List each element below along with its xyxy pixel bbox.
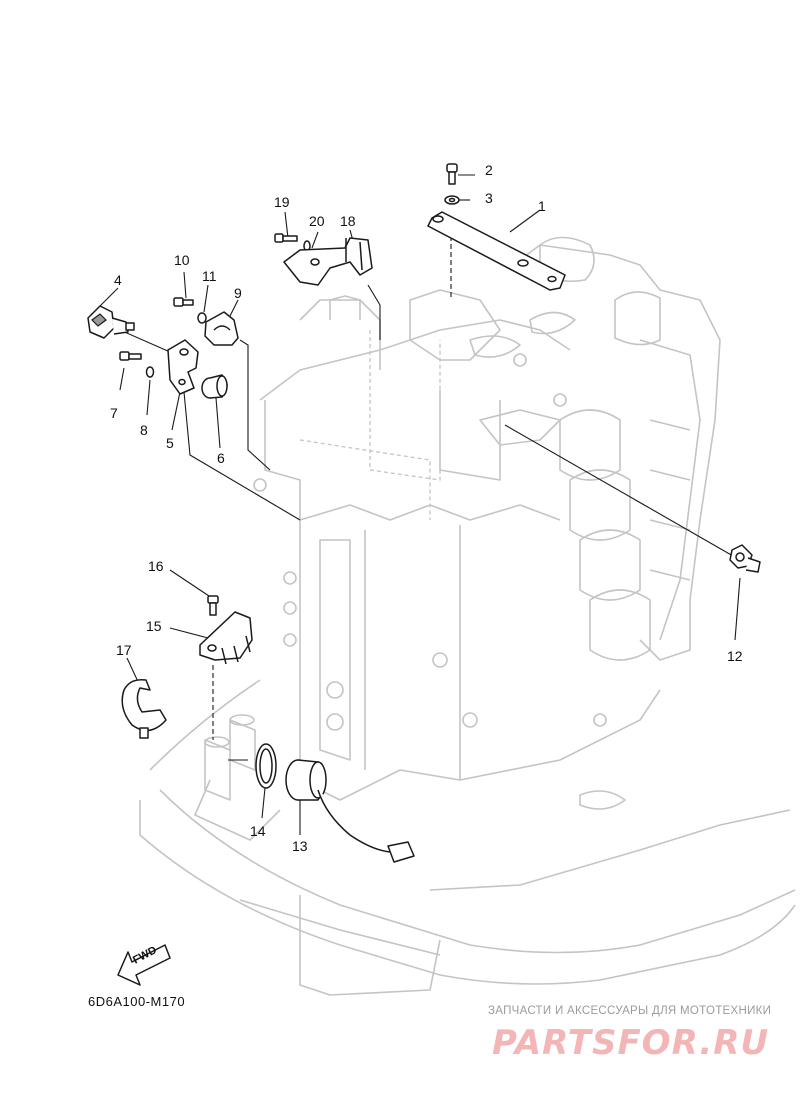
callout-17: 17 [116, 642, 132, 658]
callout-8: 8 [140, 422, 148, 438]
callout-7: 7 [110, 405, 118, 421]
part-9-clamp [204, 311, 239, 346]
part-8-washer [145, 366, 155, 378]
leader-lines [99, 174, 741, 835]
callout-5: 5 [166, 435, 174, 451]
part-5-bracket [167, 339, 199, 395]
watermark-caption: ЗАПЧАСТИ И АКСЕССУАРЫ ДЛЯ МОТОТЕХНИКИ [488, 1005, 772, 1017]
diagram-code: 6D6A100-M170 [88, 994, 186, 1009]
part-16-bolt [207, 595, 219, 616]
callout-18: 18 [340, 213, 356, 229]
part-1-plate [427, 211, 566, 291]
part-17-clip [121, 678, 167, 739]
callout-19: 19 [274, 194, 290, 210]
callout-2: 2 [485, 162, 493, 178]
callout-14: 14 [250, 823, 266, 839]
part-14-o-ring [255, 743, 277, 789]
part-7-bolt [119, 351, 142, 361]
callout-13: 13 [292, 838, 308, 854]
part-13-sensor-harness [285, 759, 415, 863]
callout-3: 3 [485, 190, 493, 206]
callout-12: 12 [727, 648, 743, 664]
callout-10: 10 [174, 252, 190, 268]
callout-20: 20 [309, 213, 325, 229]
callout-16: 16 [148, 558, 164, 574]
callout-6: 6 [217, 450, 225, 466]
part-3-washer [444, 195, 460, 205]
part-18-bracket [283, 237, 373, 286]
callout-1: 1 [538, 198, 546, 214]
part-12-sensor [729, 544, 761, 573]
engine-block-outline [139, 236, 796, 996]
callout-15: 15 [146, 618, 162, 634]
part-6-grommet [201, 374, 228, 399]
part-19-bolt [274, 233, 298, 243]
part-10-bolt [173, 297, 194, 307]
watermark-logo: PARTSFOR.RU [492, 1023, 770, 1063]
callout-11: 11 [202, 268, 217, 284]
part-2-bolt [446, 163, 458, 185]
callout-4: 4 [114, 272, 122, 288]
part-15-bracket [199, 611, 253, 665]
fwd-arrow-icon [117, 944, 171, 986]
part-4-sensor [87, 305, 135, 339]
callout-9: 9 [234, 285, 242, 301]
part-11-washer [197, 312, 207, 324]
